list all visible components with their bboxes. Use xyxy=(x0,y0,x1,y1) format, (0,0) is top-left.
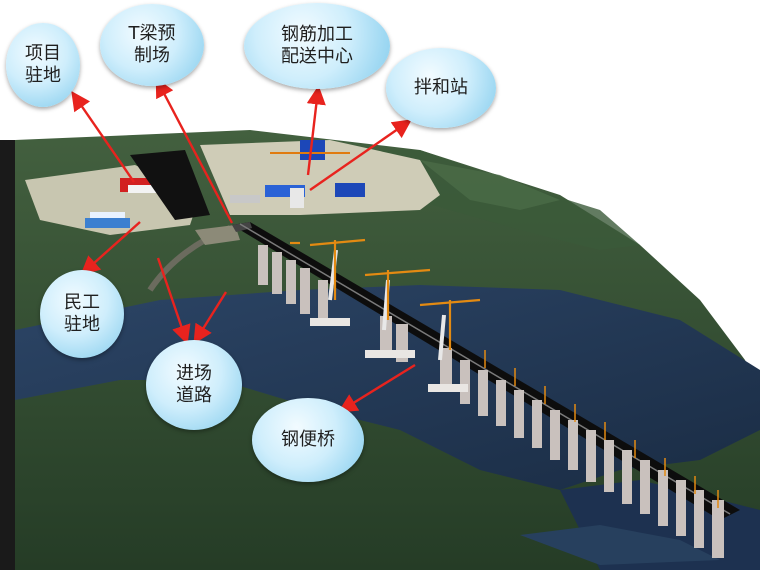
label-steel-trestle-text: 钢便桥 xyxy=(281,429,335,450)
label-access-road-text: 进场 道路 xyxy=(176,363,212,406)
label-rebar-center-text: 钢筋加工 配送中心 xyxy=(281,24,353,67)
label-access-road: 进场 道路 xyxy=(146,340,242,430)
label-project-camp-text: 项目 驻地 xyxy=(25,43,61,86)
bridge xyxy=(232,222,740,558)
label-worker-camp-text: 民工 驻地 xyxy=(64,292,100,335)
label-t-beam-yard: T梁预 制场 xyxy=(100,4,204,86)
access-road xyxy=(147,225,240,292)
label-steel-trestle: 钢便桥 xyxy=(252,398,364,482)
label-rebar-center: 钢筋加工 配送中心 xyxy=(244,3,390,89)
pointer-arrows xyxy=(71,77,416,413)
label-t-beam-yard-text: T梁预 制场 xyxy=(128,23,176,66)
label-worker-camp: 民工 驻地 xyxy=(40,270,124,358)
label-mixing-station: 拌和站 xyxy=(386,48,496,128)
label-project-camp: 项目 驻地 xyxy=(6,23,80,107)
t-beam-yard xyxy=(130,140,440,220)
label-mixing-station-text: 拌和站 xyxy=(414,77,468,98)
